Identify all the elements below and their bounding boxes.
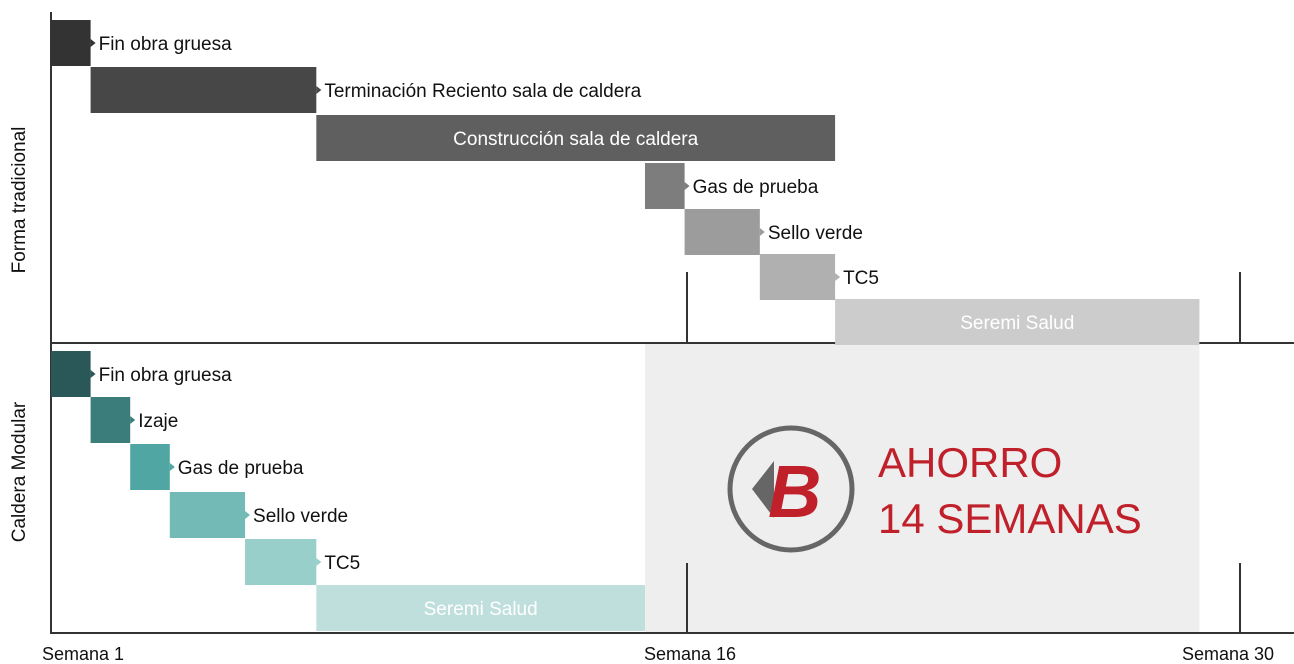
pointer-icon [759, 228, 765, 236]
pointer-icon [245, 511, 251, 519]
group-label-modular: Caldera Modular [9, 401, 30, 542]
task-label: Seremi Salud [424, 599, 538, 620]
task-label: Gas de prueba [178, 458, 304, 479]
task-label: TC5 [324, 553, 360, 574]
pointer-icon [684, 182, 690, 190]
task-bar [245, 539, 317, 585]
x-tick-label: Semana 16 [644, 644, 736, 664]
task-label: Fin obra gruesa [99, 365, 233, 386]
task-bar [759, 254, 836, 300]
task-label: Construcción sala de caldera [453, 129, 698, 150]
pointer-icon [316, 86, 322, 94]
task-bar [130, 444, 170, 490]
logo-ring [727, 425, 855, 553]
task-label: Gas de prueba [693, 177, 819, 198]
task-bar [684, 209, 760, 255]
task-bar [90, 67, 317, 113]
x-tick-label: Semana 1 [42, 644, 124, 664]
logo-letter: B [768, 450, 821, 533]
task-bar [51, 351, 91, 397]
task-bar [316, 585, 645, 631]
pointer-icon [130, 416, 136, 424]
pointer-icon [835, 273, 841, 281]
task-label: Fin obra gruesa [99, 34, 233, 55]
pointer-icon [90, 370, 96, 378]
pointer-icon [316, 558, 322, 566]
task-label: Sello verde [768, 223, 863, 244]
task-bar [645, 163, 685, 209]
task-label: TC5 [843, 268, 879, 289]
logo-arrow-icon [752, 461, 774, 518]
task-bar [90, 397, 131, 443]
task-bar [316, 115, 836, 161]
brand-logo: B [727, 425, 855, 553]
savings-region [645, 344, 1200, 633]
task-bar [169, 492, 246, 538]
task-label: Seremi Salud [960, 313, 1074, 334]
task-label: Izaje [138, 411, 178, 432]
pointer-icon [169, 463, 175, 471]
group-label-traditional: Forma tradicional [9, 127, 30, 274]
task-label: Sello verde [253, 506, 348, 527]
savings-line-2: 14 SEMANAS [878, 495, 1142, 542]
task-bar [51, 20, 91, 66]
task-label: Terminación Reciento sala de caldera [324, 81, 641, 102]
savings-line-1: AHORRO [878, 439, 1062, 486]
pointer-icon [90, 39, 96, 47]
task-bar [835, 299, 1200, 345]
x-tick-label: Semana 30 [1182, 644, 1274, 664]
